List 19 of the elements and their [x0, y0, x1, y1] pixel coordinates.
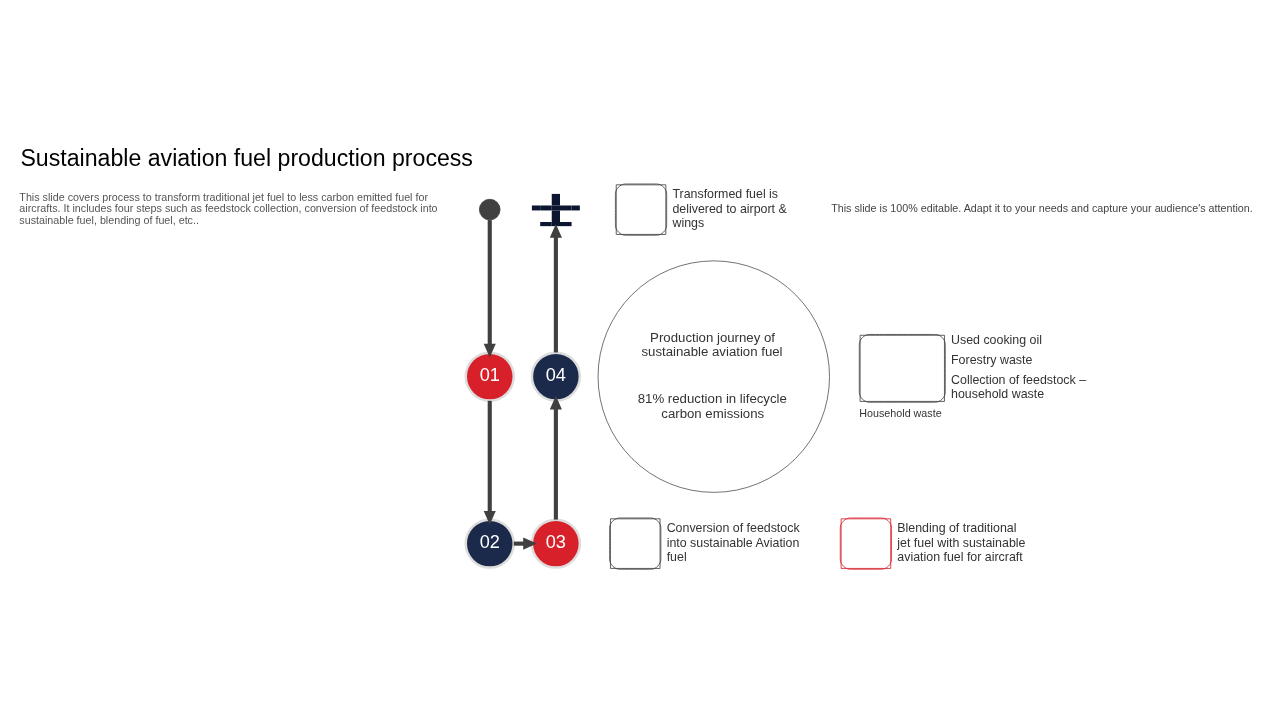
node-label: Forestry waste	[951, 352, 1033, 367]
node-circle: 04	[530, 350, 582, 402]
node-circle: Production journey of sustainable aviation fuel 81% reduction in lifecycle carbon emissions	[597, 259, 830, 493]
node-label: Blending of traditional jet fuel with sustainable aviation fuel for aircraft	[897, 520, 1026, 564]
node-circle: 02	[464, 517, 515, 569]
diagram-title: Sustainable aviation fuel production process	[20, 144, 473, 171]
node-label: Collection of feedstock – household waste	[951, 372, 1087, 401]
caption: This slide is 100% editable. Adapt it to your needs and capture your audience's attention.	[831, 201, 1253, 214]
node-label: Conversion of feedstock into sustainable Aviation fuel	[666, 520, 800, 564]
node-circle: 03	[530, 517, 582, 569]
node-circle: 01	[464, 350, 515, 402]
node-circle	[479, 198, 501, 220]
node-label: Household waste	[859, 406, 942, 419]
arrow	[483, 400, 496, 525]
node-label: Used cooking oil	[951, 332, 1042, 347]
arrow	[483, 219, 496, 358]
label: This slide covers process to transform traditional jet fuel to less carbon emitted fuel for aircrafts. It includes four steps such as feedstock collection, conversion of feedstock into sustainable fuel, blending of fuel, etc..	[19, 190, 438, 226]
node-label: Transformed fuel is delivered to airport & wings	[672, 186, 787, 230]
arrow	[549, 395, 562, 520]
